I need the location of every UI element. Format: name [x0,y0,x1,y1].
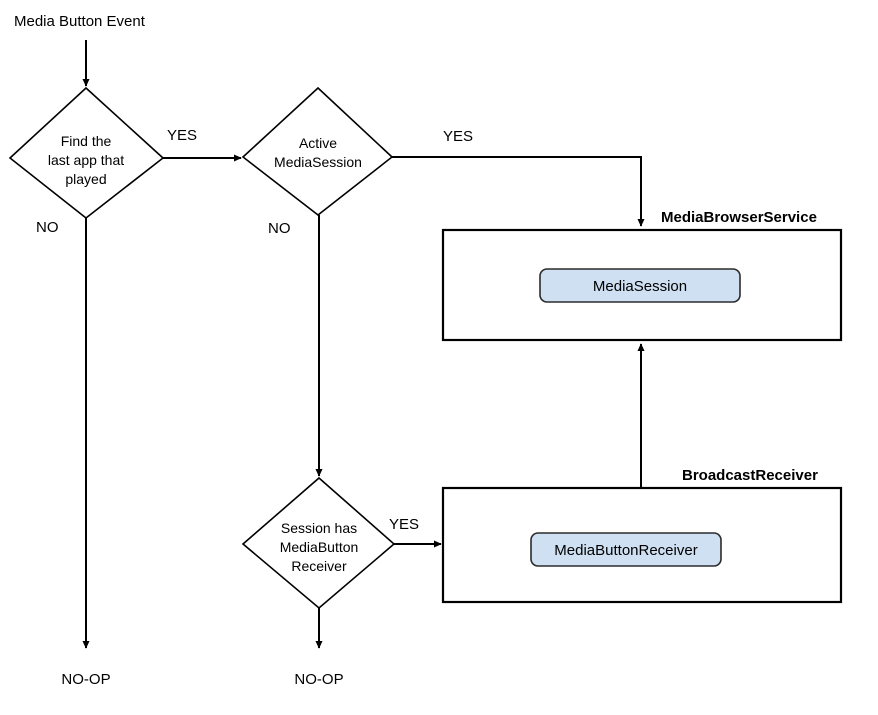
container-title-broadcastreceiver: BroadcastReceiver [682,467,818,484]
decision-find-last-app-line-2: last app that [48,152,124,168]
decision-session-has-mediabutton-receiver-line-3: Receiver [291,558,347,574]
edge-label-active-mediasession-yes: YES [443,128,473,145]
node-mediasession[interactable] [539,268,741,303]
edge-label-find-last-app-yes: YES [167,127,197,144]
container-title-mediabrowserservice: MediaBrowserService [661,209,817,226]
node-mediabuttonreceiver-label: MediaButtonReceiver [554,542,697,559]
decision-find-last-app-line-3: played [65,171,106,187]
decision-active-mediasession-line-2: MediaSession [274,154,362,170]
decision-session-has-mediabutton-receiver-line-2: MediaButton [280,539,359,555]
entry-label: Media Button Event [14,13,146,30]
edge-label-session-has-mediabutton-receiver-yes: YES [389,516,419,533]
edge-label-active-mediasession-no: NO [268,220,291,237]
decision-session-has-mediabutton-receiver-line-1: Session has [281,520,357,536]
decision-active-mediasession[interactable] [241,86,394,217]
connector-active-mediasession-yes [392,156,645,227]
node-mediasession-label: MediaSession [593,278,687,295]
edge-label-find-last-app-no: NO [36,219,59,236]
terminal-noop-left: NO-OP [61,671,110,688]
terminal-noop-middle: NO-OP [294,671,343,688]
node-mediabuttonreceiver[interactable] [530,532,722,567]
decision-find-last-app-line-1: Find the [61,133,112,149]
decision-active-mediasession-line-1: Active [299,135,337,151]
